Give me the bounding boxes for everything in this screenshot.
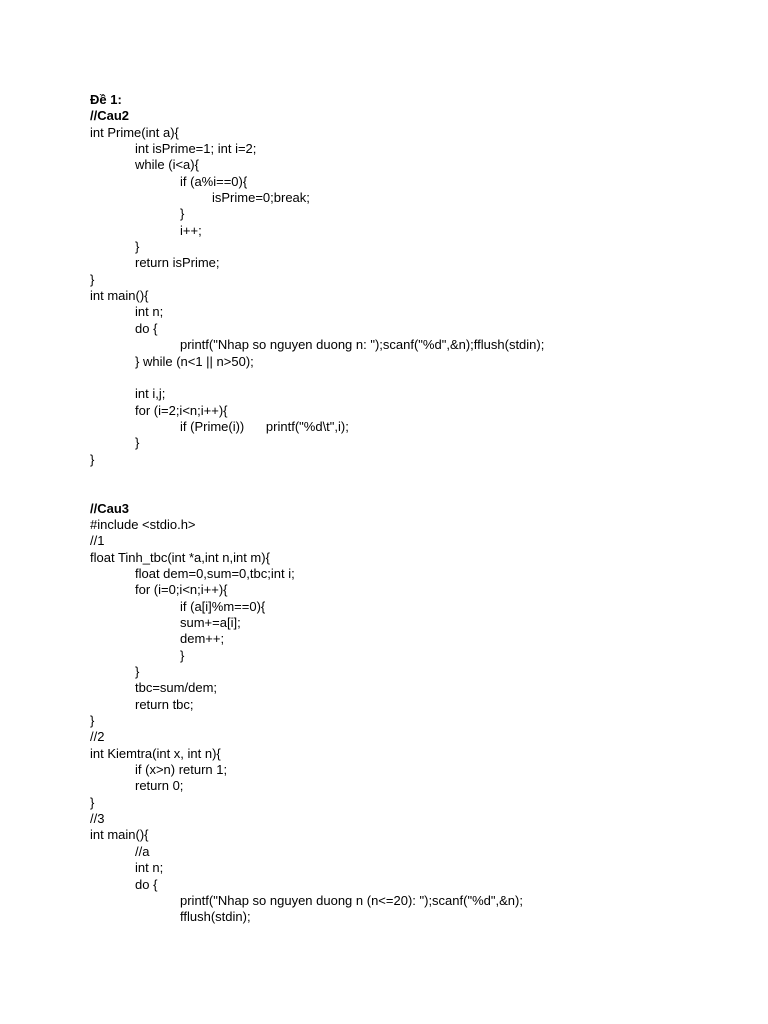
code-line: [90, 484, 544, 500]
code-line: //2: [90, 729, 105, 745]
code-line: printf("Nhap so nguyen duong n (n<=20): …: [180, 892, 523, 908]
code-line: //a: [135, 843, 150, 859]
code-line: printf("Nhap so nguyen duong n: ");scanf…: [180, 337, 545, 353]
code-line: [90, 468, 544, 484]
code-line: }: [135, 664, 140, 680]
code-line: int Kiemtra(int x, int n){: [90, 745, 221, 761]
code-line: }: [180, 647, 185, 663]
code-line: }: [90, 713, 95, 729]
code-line: if (a[i]%m==0){: [180, 598, 266, 614]
code-line: int n;: [135, 860, 164, 876]
code-line: return tbc;: [135, 696, 194, 712]
code-line: int main(){: [90, 827, 149, 843]
code-line: int i,j;: [135, 386, 166, 402]
code-line: #include <stdio.h>: [90, 516, 196, 532]
code-line: if (x>n) return 1;: [135, 762, 228, 778]
code-line: float dem=0,sum=0,tbc;int i;: [135, 565, 295, 581]
code-line: tbc=sum/dem;: [135, 680, 218, 696]
code-line: [90, 370, 544, 386]
code-line: do {: [135, 876, 158, 892]
code-line: isPrime=0;break;: [212, 190, 310, 206]
code-line: return isPrime;: [135, 255, 220, 271]
code-line: }: [135, 239, 140, 255]
code-line: } while (n<1 || n>50);: [135, 353, 254, 369]
code-line: do {: [135, 320, 158, 336]
code-line: int Prime(int a){: [90, 124, 179, 140]
code-line: float Tinh_tbc(int *a,int n,int m){: [90, 549, 270, 565]
code-line: }: [90, 451, 95, 467]
code-line: }: [90, 794, 95, 810]
code-line: return 0;: [135, 778, 184, 794]
code-line: }: [90, 271, 95, 287]
section-heading: //Cau3: [90, 500, 130, 516]
section-heading: //Cau2: [90, 108, 130, 124]
code-line: int isPrime=1; int i=2;: [135, 141, 257, 157]
code-line: //1: [90, 533, 105, 549]
code-line: fflush(stdin);: [180, 909, 251, 925]
code-line: int n;: [135, 304, 164, 320]
code-line: dem++;: [180, 631, 225, 647]
code-line: int main(){: [90, 288, 149, 304]
code-line: if (Prime(i)) printf("%d\t",i);: [180, 418, 349, 434]
code-line: for (i=0;i<n;i++){: [135, 582, 228, 598]
code-line: i++;: [180, 222, 202, 238]
document-heading: Đề 1:: [90, 92, 122, 107]
code-line: for (i=2;i<n;i++){: [135, 402, 228, 418]
code-line: }: [180, 206, 185, 222]
code-line: while (i<a){: [135, 157, 199, 173]
code-line: //3: [90, 811, 105, 827]
code-line: sum+=a[i];: [180, 615, 241, 630]
code-line: }: [135, 435, 140, 451]
code-line: if (a%i==0){: [180, 173, 248, 189]
